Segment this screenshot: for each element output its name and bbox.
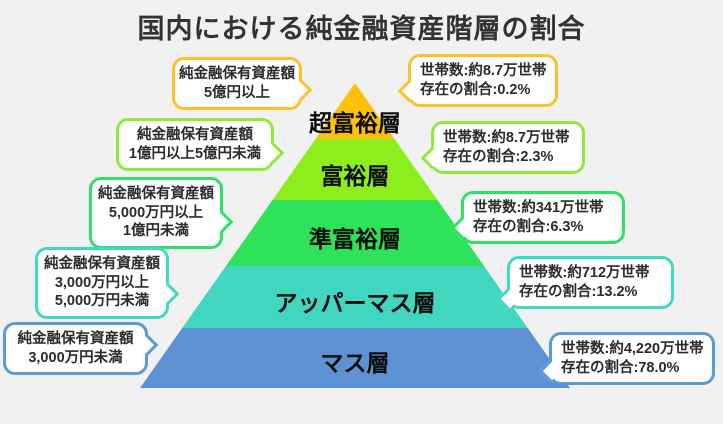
households-callout-semi-wealthy: 世帯数:約341万世帯 存在の割合:6.3% <box>450 191 625 244</box>
asset-text: 1億円以上5億円未満 <box>128 145 262 162</box>
households-text: 存在の割合:78.0% <box>561 359 680 376</box>
households-callout-wealthy: 世帯数:約8.7万世帯 存在の割合:2.3% <box>420 121 585 174</box>
households-text: 世帯数:約8.7万世帯 <box>420 63 547 79</box>
asset-text: 5億円以上 <box>203 84 271 101</box>
households-text: 存在の割合:13.2% <box>519 283 638 300</box>
asset-text: 純金融保有資産額 <box>137 127 253 143</box>
asset-text: 純金融保有資産額 <box>44 256 160 272</box>
asset-callout-ultra-wealthy: 純金融保有資産額 5億円以上 <box>172 57 313 110</box>
tier-label-mass: マス層 <box>320 350 390 376</box>
households-text: 世帯数:約712万世帯 <box>519 265 650 281</box>
asset-text: 5,000万円以上 <box>108 204 204 221</box>
households-callout-mass: 世帯数:約4,220万世帯 存在の割合:78.0% <box>538 332 715 385</box>
asset-text: 純金融保有資産額 <box>17 331 134 347</box>
households-text: 存在の割合:2.3% <box>443 148 554 165</box>
asset-text: 1億円未満 <box>122 223 190 239</box>
tier-label-upper-mass: アッパーマス層 <box>274 290 436 316</box>
asset-callout-wealthy: 純金融保有資産額 1億円以上5億円未満 <box>116 118 285 171</box>
households-text: 存在の割合:6.3% <box>473 218 584 235</box>
households-text: 世帯数:約4,220万世帯 <box>561 341 704 357</box>
pyramid-tier-upper-mass <box>182 266 528 329</box>
households-text: 世帯数:約341万世帯 <box>473 200 604 216</box>
tier-label-wealthy: 富裕層 <box>320 163 390 189</box>
asset-text: 3,000万円以上 <box>54 274 150 291</box>
pyramid-tier-mass <box>140 328 570 388</box>
asset-text: 3,000万円未満 <box>28 349 123 366</box>
households-text: 世帯数:約8.7万世帯 <box>443 130 570 146</box>
pyramid-tier-semi-wealthy <box>226 199 484 266</box>
households-callout-ultra-wealthy: 世帯数:約8.7万世帯 存在の割合:0.2% <box>397 54 558 107</box>
asset-callout-upper-mass: 純金融保有資産額 3,000万円以上 5,000万円未満 <box>35 247 180 319</box>
asset-text: 5,000万円未満 <box>54 293 150 309</box>
tier-label-semi-wealthy: 準富裕層 <box>309 226 401 252</box>
wealth-pyramid: 超富裕層 富裕層 準富裕層 アッパーマス層 マス層 <box>140 83 570 388</box>
asset-text: 純金融保有資産額 <box>179 66 295 82</box>
households-callout-upper-mass: 世帯数:約712万世帯 存在の割合:13.2% <box>496 256 674 311</box>
tier-label-ultra-wealthy: 超富裕層 <box>309 110 401 136</box>
asset-text: 純金融保有資産額 <box>98 186 214 202</box>
asset-callout-mass: 純金融保有資産額 3,000万円未満 <box>3 322 159 375</box>
page-title: 国内における純金融資産階層の割合 <box>137 14 586 44</box>
households-text: 存在の割合:0.2% <box>420 81 531 98</box>
asset-callout-semi-wealthy: 純金融保有資産額 5,000万円以上 1億円未満 <box>89 177 234 249</box>
